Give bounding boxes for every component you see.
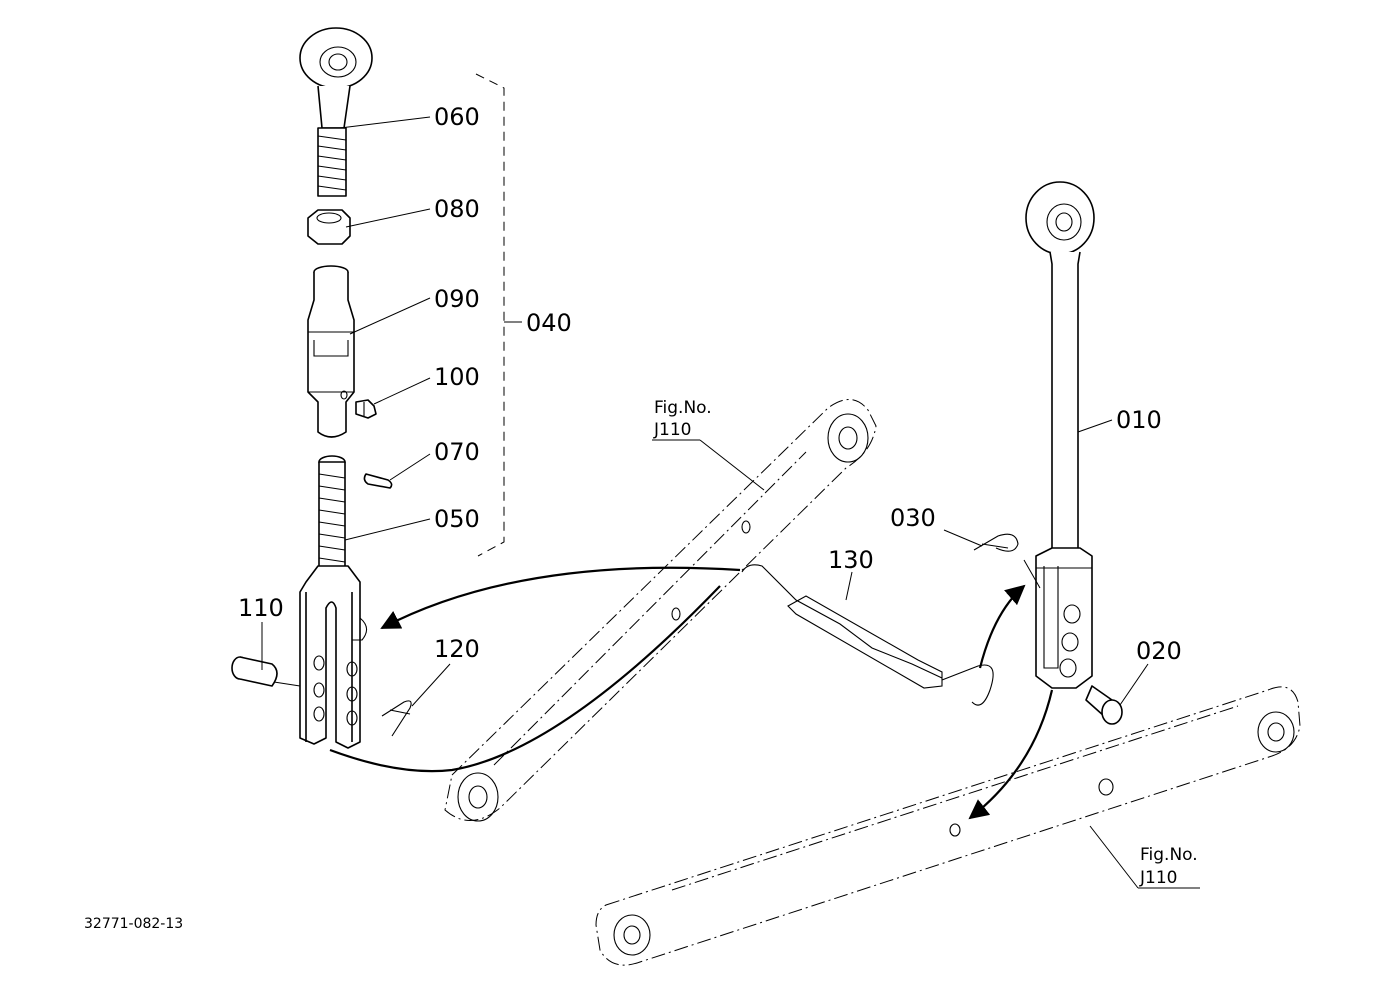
callout-040: 040 bbox=[526, 309, 572, 337]
callout-050: 050 bbox=[434, 505, 480, 533]
lower-fig-ref-label: Fig.No. bbox=[1140, 845, 1198, 865]
callout-110: 110 bbox=[238, 594, 284, 622]
lower-fig-ref-number: J110 bbox=[1139, 868, 1177, 888]
linch-pin-030 bbox=[973, 533, 1019, 552]
turnbuckle-body-090 bbox=[307, 265, 355, 438]
clevis-050 bbox=[299, 455, 368, 749]
lower-lower-link-phantom bbox=[595, 686, 1301, 966]
figure-references: Fig.No. J110 Fig.No. J110 bbox=[653, 398, 1198, 888]
callout-100: 100 bbox=[434, 363, 480, 391]
drawing-code: 32771-082-13 bbox=[84, 916, 183, 932]
holder-wire-130 bbox=[741, 564, 994, 706]
callout-010: 010 bbox=[1116, 406, 1162, 434]
callout-030: 030 bbox=[890, 504, 936, 532]
callout-120: 120 bbox=[434, 635, 480, 663]
callout-070: 070 bbox=[434, 438, 480, 466]
callout-060: 060 bbox=[434, 103, 480, 131]
pin-070 bbox=[363, 473, 393, 489]
rod-end-060 bbox=[299, 27, 373, 197]
nut-080 bbox=[307, 209, 351, 245]
upper-fig-ref-label: Fig.No. bbox=[654, 398, 712, 418]
callout-090: 090 bbox=[434, 285, 480, 313]
assembly-bracket-040 bbox=[475, 73, 522, 557]
upper-link-010 bbox=[1025, 181, 1095, 689]
callout-080: 080 bbox=[434, 195, 480, 223]
pin-020 bbox=[1085, 685, 1123, 725]
linch-pin-120 bbox=[381, 700, 412, 737]
leader-lines bbox=[261, 116, 1200, 889]
callout-labels: 060 080 090 040 100 070 050 110 120 130 … bbox=[238, 103, 1182, 665]
callout-020: 020 bbox=[1136, 637, 1182, 665]
upper-lower-link-phantom bbox=[444, 399, 877, 822]
grease-nipple-100 bbox=[355, 399, 377, 419]
upper-fig-ref-number: J110 bbox=[653, 420, 691, 440]
assembly-arrows bbox=[329, 566, 1054, 820]
callout-130: 130 bbox=[828, 546, 874, 574]
clevis-pin-110 bbox=[231, 656, 278, 687]
